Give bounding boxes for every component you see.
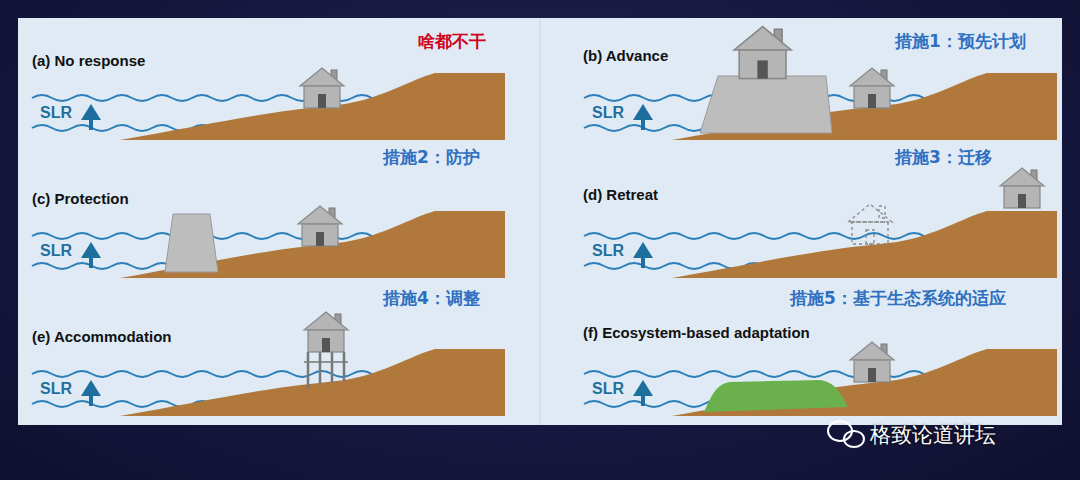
coast-scene	[32, 211, 505, 278]
heading: 措施3：迁移	[895, 146, 992, 169]
watermark: 格致论道讲坛	[870, 421, 996, 449]
panel-title: (e) Accommodation	[32, 328, 171, 345]
heading: 措施5：基于生态系统的适应	[790, 287, 1006, 310]
stilts	[304, 352, 348, 388]
slr-label: SLR	[40, 380, 72, 398]
panel-title: (a) No response	[32, 52, 145, 69]
house	[298, 206, 342, 246]
slr-label: SLR	[592, 104, 624, 122]
house	[1000, 168, 1044, 208]
ecosystem-buffer	[704, 380, 848, 412]
slr-label: SLR	[592, 380, 624, 398]
house	[300, 68, 344, 108]
slr-label: SLR	[40, 242, 72, 260]
coast-scene	[584, 73, 1057, 140]
heading: 措施1：预先计划	[895, 30, 1026, 53]
slr-label: SLR	[40, 104, 72, 122]
coast-scene	[32, 73, 505, 140]
panel-title: (c) Protection	[32, 190, 129, 207]
coast-scene	[584, 349, 1057, 416]
panel-title: (d) Retreat	[583, 186, 658, 203]
heading: 措施2：防护	[383, 146, 480, 169]
panel-title: (f) Ecosystem-based adaptation	[583, 324, 810, 341]
heading: 措施4：调整	[383, 287, 480, 310]
coast-scene	[584, 211, 1057, 278]
heading: 啥都不干	[418, 30, 486, 53]
seawall	[165, 214, 218, 272]
panel-ground	[18, 18, 1062, 425]
reclaimed-land	[700, 76, 832, 133]
house	[304, 312, 348, 352]
house	[850, 68, 894, 108]
coast-scene	[32, 349, 505, 416]
slr-label: SLR	[592, 242, 624, 260]
panel-title: (b) Advance	[583, 47, 668, 64]
house	[850, 342, 894, 382]
former-house	[848, 204, 892, 244]
house	[734, 27, 791, 79]
wechat-icon	[828, 421, 864, 447]
